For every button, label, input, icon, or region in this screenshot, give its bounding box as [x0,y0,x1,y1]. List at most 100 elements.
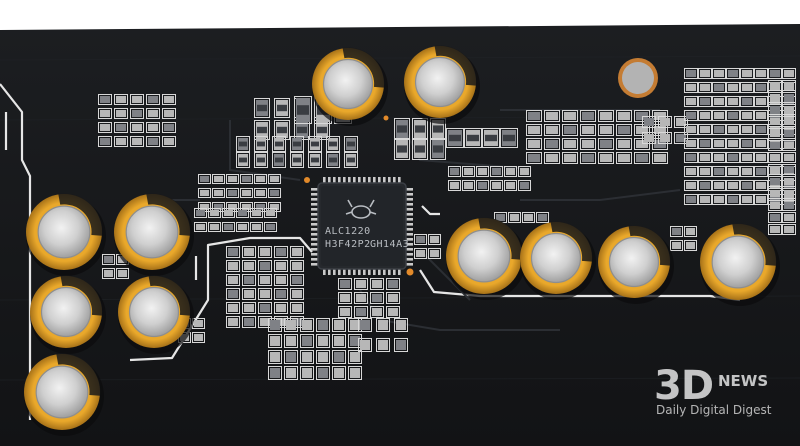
smd-silk-outline [768,224,782,235]
smd-silk-outline [562,124,578,136]
smd-pad [244,248,254,256]
smd-pad [260,262,270,270]
smd-silk-outline [226,260,240,272]
watermark-brand-a: 3D [654,363,714,409]
smd-silk-outline [242,260,256,272]
smd-pad [318,368,328,378]
chip-pin [311,248,318,251]
smd-pad [100,124,110,131]
smd-silk-outline [684,68,698,79]
smd-pad [714,168,724,175]
smd-silk-outline [208,222,221,232]
smd-silk-outline [768,188,782,199]
smd-pad [286,368,296,378]
smd-pad [228,276,238,284]
smd-silk-outline [740,152,754,163]
smd-pad [728,98,738,105]
smd-silk-outline [242,246,256,258]
smd-silk-outline [698,110,712,121]
smd-pad [756,112,766,119]
smd-pad [378,320,388,330]
smd-pad [270,204,279,210]
smd-pad [784,118,794,125]
smd-pad [784,196,794,203]
smd-silk-outline [518,166,531,177]
smd-pad [350,320,360,330]
smd-body [317,126,327,134]
smd-pad [728,140,738,147]
smd-silk-outline [316,350,330,364]
smd-silk-outline [116,268,129,279]
smd-silk-outline [740,194,754,205]
smd-pad [292,262,302,270]
smd-silk-outline [504,166,517,177]
smd-pad [686,140,696,147]
chip-pin [406,228,413,231]
smd-pad [266,224,275,230]
smd-silk-outline [258,288,272,300]
smd-silk-outline [290,152,304,168]
smd-silk-outline [698,194,712,205]
capacitor-polarity-stripe [56,353,101,396]
chip-pin [406,218,413,221]
smd-body [257,157,265,163]
smd-pad [506,168,515,175]
smd-pad [116,110,126,117]
chip-pin [323,268,326,275]
smd-body [293,157,301,163]
smd-silk-outline [782,116,796,127]
smd-pad [302,320,312,330]
smd-pad [164,124,174,131]
realtek-crab-logo-icon [345,199,377,219]
smd-pad [372,308,382,316]
chip-pin [363,268,366,275]
smd-silk-outline [580,138,596,150]
smd-silk-outline [782,128,796,139]
smd-silk-outline [562,152,578,164]
chip-pin [398,268,401,275]
smd-pad [528,126,540,134]
smd-pad [728,84,738,91]
smd-pad [784,226,794,233]
chip-pin [398,177,401,184]
smd-pad [210,210,219,216]
smd-pad [356,308,366,316]
smd-pad [686,126,696,133]
smd-silk-outline [504,180,517,191]
smd-pad [742,154,752,161]
smd-pad [450,168,459,175]
smd-body [467,134,479,142]
chip-pin [311,243,318,246]
smd-pad [256,204,265,210]
smd-silk-outline [114,94,128,105]
smd-silk-outline [268,188,281,198]
smd-silk-outline [226,174,239,184]
smd-silk-outline [684,180,698,191]
smd-silk-outline [242,302,256,314]
smd-silk-outline [658,132,672,144]
smd-pad [714,154,724,161]
smd-silk-outline [338,278,352,290]
smd-pad [686,112,696,119]
smd-silk-outline [598,152,614,164]
smd-silk-outline [208,208,221,218]
smd-silk-outline [754,68,768,79]
smd-pad [770,142,780,149]
smd-silk-outline [684,124,698,135]
smd-body [485,134,497,142]
smd-silk-outline [670,226,683,237]
smd-silk-outline [130,122,144,133]
smd-pad [372,294,382,302]
chip-pin [363,177,366,184]
smd-silk-outline [274,302,288,314]
smd-pad [276,248,286,256]
smd-silk-outline [240,174,253,184]
smd-silk-outline [146,122,160,133]
chip-pin [311,223,318,226]
smd-silk-outline [162,94,176,105]
smd-pad [228,290,238,298]
smd-silk-outline [294,96,312,124]
smd-body [275,141,283,147]
smd-pad [528,112,540,120]
smd-silk-outline [332,350,346,364]
